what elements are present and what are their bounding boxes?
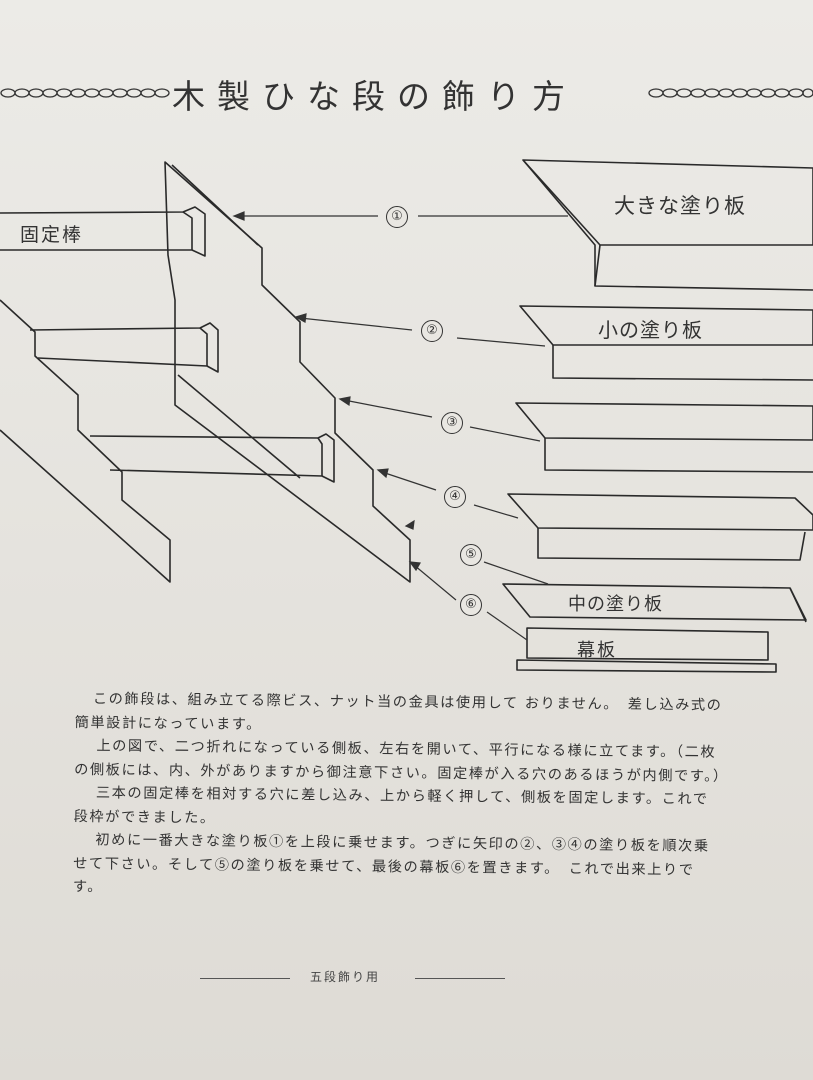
right-side-panel [164, 161, 411, 583]
leader-5 [483, 561, 549, 585]
board-4 [507, 493, 813, 531]
marker-1: ① [386, 206, 408, 228]
board-1 [522, 159, 813, 246]
board-6 [526, 627, 769, 661]
board-label-curtain: 幕板 [577, 640, 617, 661]
page-title: 木製ひな段の飾り方 [172, 77, 577, 116]
leader-4 [381, 471, 437, 491]
board-5 [502, 583, 807, 621]
board-2 [519, 305, 813, 346]
board-label-medium: 中の塗り板 [568, 594, 663, 615]
footer-rule-left [200, 978, 290, 979]
leader-2 [299, 317, 413, 331]
marker-4: ④ [444, 486, 466, 508]
leader-3 [343, 399, 433, 418]
chain-ornament-right [648, 88, 813, 98]
board-label-large: 大きな塗り板 [614, 194, 746, 218]
footer: 五段飾り用 [200, 968, 520, 988]
title-row: 木製ひな段の飾り方 [0, 70, 813, 116]
fixing-rod-label: 固定棒 [20, 224, 84, 246]
paragraph-step-1: 上の図で、二つ折れになっている側板、左右を開いて、平行になる様に立てます。（二枚… [74, 738, 729, 785]
paragraph-step-2: 三本の固定棒を相対する穴に差し込み、上から軽く押して、側板を固定します。これで段… [73, 785, 709, 826]
footer-rule-right [415, 978, 505, 979]
paragraph-step-3: 初めに一番大きな塗り板①を上段に乗せます。つぎに矢印の②、③④の塗り板を順次乗せ… [72, 832, 710, 896]
chain-ornament-left [0, 88, 170, 98]
marker-5: ⑤ [460, 544, 482, 566]
footer-text: 五段飾り用 [310, 970, 381, 984]
board-3 [515, 402, 813, 441]
left-side-panel [0, 299, 171, 583]
marker-2: ② [421, 320, 443, 342]
leader-6 [413, 564, 457, 601]
instructions: この飾段は、組み立てる際ビス、ナット当の金具は使用して おりません。 差し込み式… [72, 688, 729, 906]
assembly-drawing [0, 159, 813, 673]
board-label-small: 小の塗り板 [598, 318, 703, 342]
marker-3: ③ [441, 412, 463, 434]
marker-6: ⑥ [460, 594, 482, 616]
paragraph-intro: この飾段は、組み立てる際ビス、ナット当の金具は使用して おりません。 差し込み式… [74, 691, 723, 733]
assembly-diagram: 固定棒 ① ② ③ ④ ⑤ ⑥ 大きな塗り板 小の塗り板 中の塗り板 幕板 [0, 150, 813, 690]
fixing-rod-middle [29, 322, 219, 373]
